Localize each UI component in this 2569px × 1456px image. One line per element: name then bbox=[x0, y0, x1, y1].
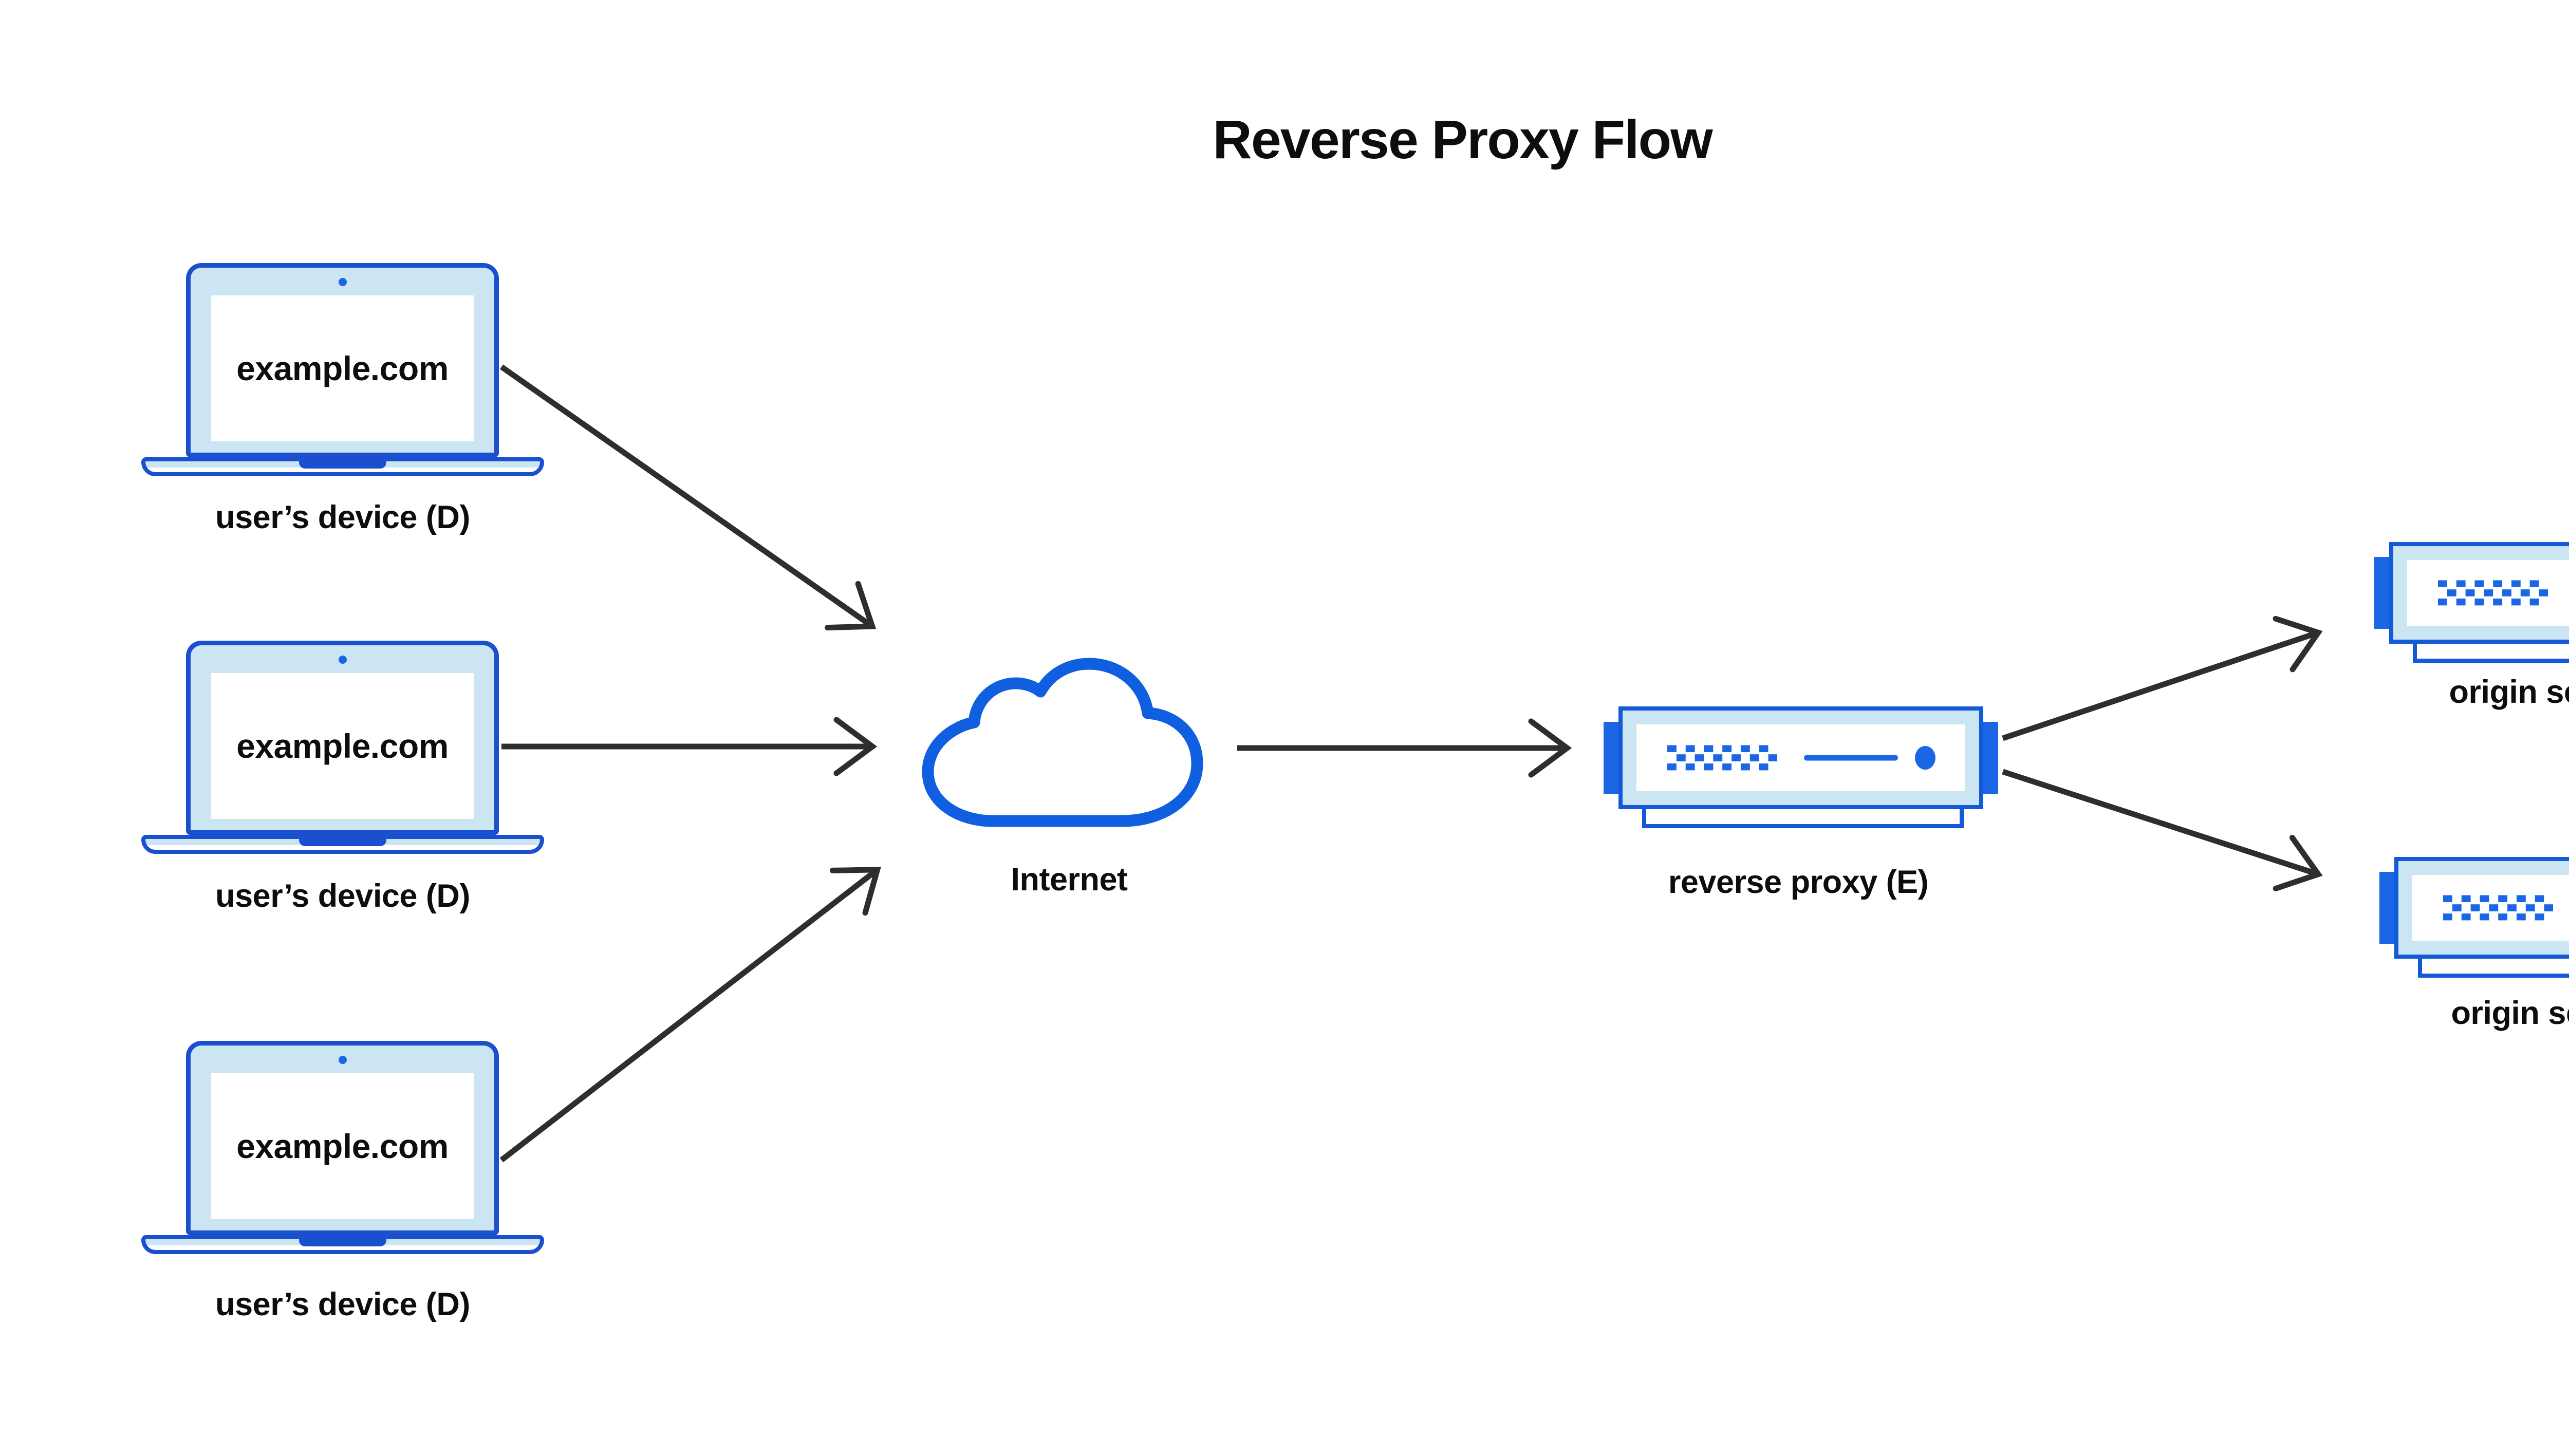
page-title: Reverse Proxy Flow bbox=[1213, 109, 1712, 170]
device-2-label: user’s device (D) bbox=[215, 878, 470, 914]
user-device-1: example.com bbox=[141, 263, 544, 476]
reverse-proxy-label: reverse proxy (E) bbox=[1668, 864, 1929, 900]
arrow-device3-to-internet bbox=[499, 867, 881, 1163]
laptop-icon: example.com bbox=[186, 641, 499, 835]
origin-server-2-label: origin server (F) bbox=[2451, 995, 2569, 1031]
server-vents-icon bbox=[2437, 580, 2548, 606]
device-screen-text: example.com bbox=[211, 295, 474, 441]
webcam-dot-icon bbox=[338, 278, 347, 286]
server-led-icon bbox=[1915, 746, 1936, 770]
server-vents-icon bbox=[2443, 895, 2553, 921]
device-screen-text: example.com bbox=[211, 673, 474, 819]
origin-server-2 bbox=[2379, 857, 2569, 978]
device-3-label: user’s device (D) bbox=[215, 1286, 470, 1322]
arrow-proxy-to-origin1 bbox=[2002, 615, 2323, 741]
rack-server-icon bbox=[2389, 542, 2569, 644]
rack-server-icon bbox=[2394, 857, 2569, 959]
user-device-2: example.com bbox=[141, 641, 544, 854]
server-faceplate bbox=[2407, 560, 2569, 626]
webcam-dot-icon bbox=[338, 1056, 347, 1064]
user-device-3: example.com bbox=[141, 1041, 544, 1254]
laptop-icon: example.com bbox=[186, 1041, 499, 1235]
internet-label: Internet bbox=[1011, 862, 1128, 898]
cloud-icon bbox=[922, 658, 1203, 827]
server-faceplate bbox=[1636, 724, 1965, 791]
origin-server-1 bbox=[2374, 542, 2569, 663]
device-screen-text: example.com bbox=[211, 1073, 474, 1219]
origin-server-1-label: origin server (F) bbox=[2449, 674, 2569, 710]
server-slot-line bbox=[1804, 755, 1898, 761]
laptop-hinge-notch bbox=[299, 835, 386, 846]
arrow-proxy-to-origin2 bbox=[2002, 769, 2323, 891]
laptop-hinge-notch bbox=[299, 1235, 386, 1246]
reverse-proxy-server bbox=[1604, 706, 1998, 828]
server-vents-icon bbox=[1667, 745, 1777, 771]
rack-server-icon bbox=[1618, 706, 1983, 809]
laptop-base bbox=[141, 835, 544, 854]
laptop-icon: example.com bbox=[186, 263, 499, 457]
laptop-base bbox=[141, 1235, 544, 1254]
device-1-label: user’s device (D) bbox=[215, 499, 470, 535]
arrow-device1-to-internet bbox=[499, 364, 877, 631]
webcam-dot-icon bbox=[338, 656, 347, 664]
server-faceplate bbox=[2412, 875, 2569, 941]
laptop-base bbox=[141, 457, 544, 476]
laptop-hinge-notch bbox=[299, 457, 386, 469]
